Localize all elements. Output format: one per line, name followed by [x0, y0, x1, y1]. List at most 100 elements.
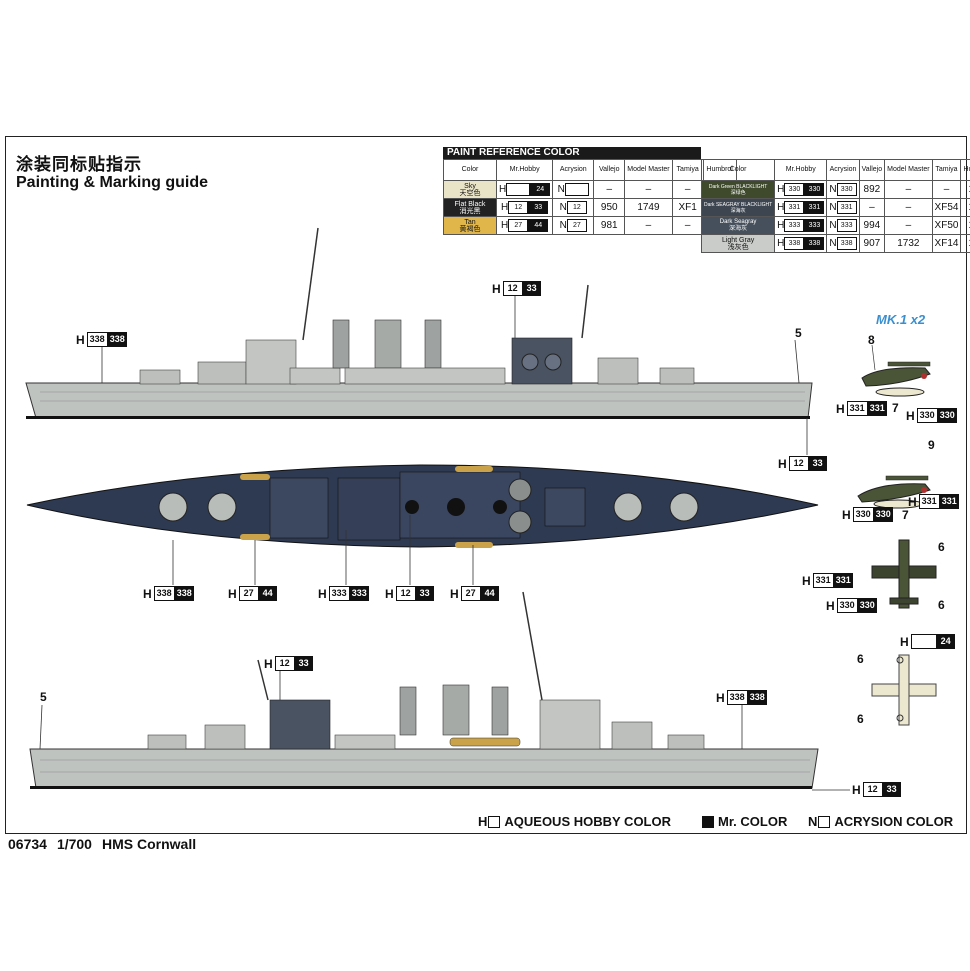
aircraft-bottom [871, 654, 937, 726]
model-master-code: 1732 [884, 234, 933, 253]
color-name-cn: 深绿色 [730, 189, 746, 196]
color-name-cn: 深海灰 [730, 207, 746, 214]
kit-scale: 1/700 [56, 836, 92, 852]
legend-aqueous-label: AQUEOUS HOBBY COLOR [504, 814, 671, 829]
guide-frame [5, 136, 967, 834]
mr-hobby-code: 338 [784, 237, 805, 250]
marking-number: 6 [857, 712, 864, 726]
color-name-cn: 浅灰色 [727, 243, 749, 251]
humbrol-code: 147 [960, 234, 970, 253]
legend-h-letter: H [478, 814, 488, 829]
acrysion-code: 338 [836, 237, 857, 250]
marking-number: 6 [938, 540, 945, 554]
acrysion-code: 333 [836, 219, 857, 232]
color-name: Sky [464, 182, 476, 190]
mr-color-icon [702, 815, 714, 828]
color-name-cn: 消光黑 [459, 207, 481, 215]
color-name-cn: 深海灰 [729, 225, 748, 232]
paint-table-right: Color Mr.Hobby Acrysion Vallejo Model Ma… [700, 159, 970, 253]
color-name: Dark Seagray [719, 218, 757, 225]
mr-hobby-code: 24 [530, 183, 551, 196]
mr-hobby-code: 333 [784, 219, 805, 232]
marking-number: 6 [938, 598, 945, 612]
marking-number: 8 [868, 333, 875, 347]
color-name: Tan [464, 218, 476, 226]
mr-hobby-code: 12 [508, 201, 529, 214]
footer: 06734 1/700 HMS Cornwall [8, 836, 206, 852]
mr-hobby-code: 331 [784, 201, 805, 214]
marking-number: 5 [795, 326, 802, 340]
mr-color-code: 44 [528, 219, 549, 232]
kit-code: 06734 [8, 836, 47, 852]
aircraft-side-2 [857, 475, 931, 509]
color-name-cn: 天空色 [459, 189, 481, 197]
title-chinese: 涂装同标贴指示 [16, 155, 142, 175]
mr-hobby-code: 330 [784, 183, 805, 196]
ship-side-profile-bottom [29, 591, 850, 791]
legend-n-letter: N [808, 814, 818, 829]
marking-number: 6 [857, 652, 864, 666]
paint-table-title: PAINT REFERENCE COLOR [443, 147, 701, 159]
paint-reference-table: PAINT REFERENCE COLOR Color Mr.Hobby Acr… [443, 147, 970, 255]
mr-color-code: 33 [528, 201, 549, 214]
aircraft-side-1 [861, 344, 931, 397]
acrysion-code: 331 [836, 201, 857, 214]
legend-acrysion-label: ACRYSION COLOR [834, 814, 954, 829]
col-header: Model Master [884, 159, 933, 181]
model-master-code: – [624, 216, 673, 235]
acrysion-icon [818, 815, 831, 828]
color-name: Flat Black [454, 200, 486, 208]
ship-deck-view [26, 464, 819, 585]
ship-side-profile-top [25, 227, 813, 455]
acrysion-code: 27 [566, 219, 587, 232]
mr-hobby-code: 27 [508, 219, 529, 232]
aircraft-label: MK.1 x2 [876, 312, 926, 327]
legend-mr-label: Mr. COLOR [718, 814, 788, 829]
title-english: Painting & Marking guide [16, 174, 209, 191]
acrysion-code: 330 [836, 183, 857, 196]
color-name: Dark Green BLACKLIGHT [708, 183, 768, 190]
marking-number: 7 [902, 508, 909, 522]
color-name: Dark SEAGRAY BLACKLIGHT [704, 201, 773, 208]
kit-name: HMS Cornwall [101, 836, 197, 852]
aircraft-top [871, 539, 937, 609]
legend-aqueous: H AQUEOUS HOBBY COLOR [478, 814, 671, 829]
legend-acrysion: N ACRYSION COLOR [808, 814, 953, 829]
color-name: Light Gray [721, 236, 755, 244]
color-name-cn: 黄褐色 [459, 225, 481, 233]
mr-color-code: 333 [804, 219, 825, 232]
mr-color-code: 338 [804, 237, 825, 250]
marking-number: 7 [892, 401, 899, 415]
marking-number: 5 [40, 690, 47, 704]
mr-color-code: 331 [804, 201, 825, 214]
mr-color-code: 330 [804, 183, 825, 196]
marking-number: 9 [928, 438, 935, 452]
legend-mr: Mr. COLOR [702, 814, 787, 829]
aqueous-icon [488, 815, 501, 828]
acrysion-code: 12 [566, 201, 587, 214]
